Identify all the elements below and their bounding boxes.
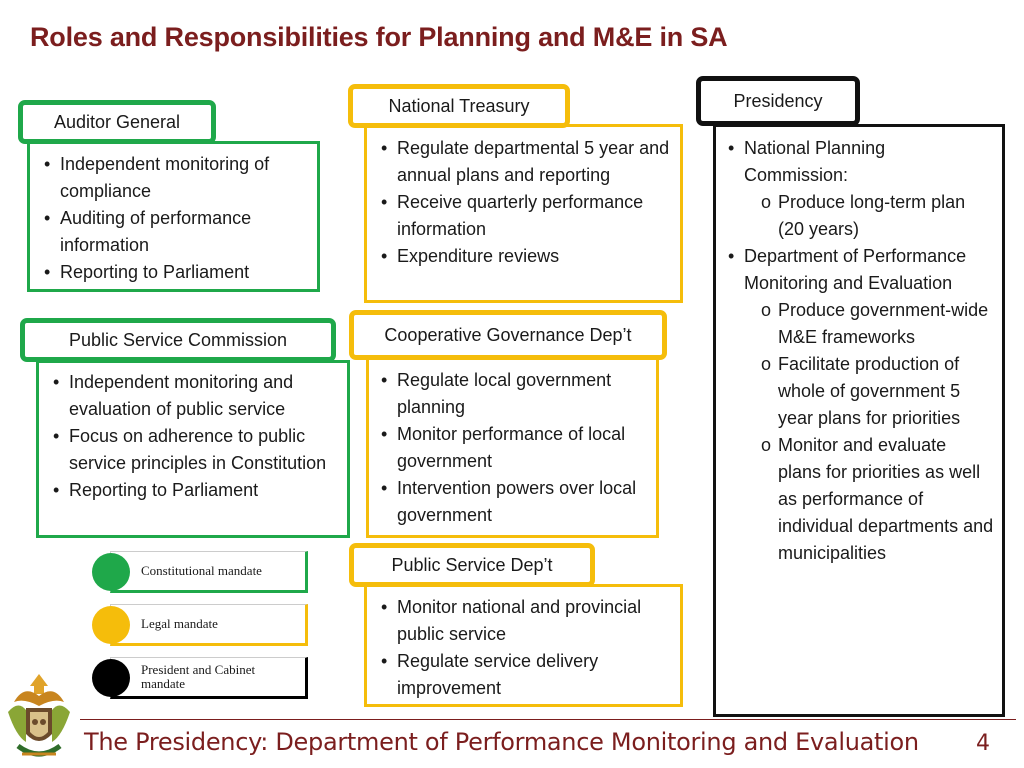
cooperative-governance-tab: Cooperative Governance Dep’t bbox=[349, 310, 667, 360]
list-item: Regulate service delivery improvement bbox=[379, 648, 672, 702]
public-service-commission-tab: Public Service Commission bbox=[20, 318, 336, 362]
legend-item-legal: Legal mandate bbox=[92, 604, 308, 646]
list-item: Monitor national and provincial public s… bbox=[379, 594, 672, 648]
legend-label: Constitutional mandate bbox=[110, 551, 308, 593]
list-item: Department of Performance Monitoring and… bbox=[726, 243, 994, 297]
gold-dot-icon bbox=[92, 606, 130, 644]
list-item: Expenditure reviews bbox=[379, 243, 672, 270]
list-item: Auditing of performance information bbox=[42, 205, 309, 259]
legend-label: Legal mandate bbox=[110, 604, 308, 646]
list-item: Monitor performance of local government bbox=[379, 421, 650, 475]
sub-list-item: Facilitate production of whole of govern… bbox=[759, 351, 994, 432]
green-dot-icon bbox=[92, 553, 130, 591]
presidency-box: National Planning Commission: Produce lo… bbox=[713, 124, 1005, 717]
cooperative-governance-box: Regulate local government planning Monit… bbox=[366, 356, 659, 538]
national-treasury-box: Regulate departmental 5 year and annual … bbox=[364, 124, 683, 303]
legend-label: President and Cabinet mandate bbox=[110, 657, 308, 699]
list-item: National Planning Commission: bbox=[726, 135, 994, 189]
black-dot-icon bbox=[92, 659, 130, 697]
auditor-general-box: Independent monitoring of compliance Aud… bbox=[27, 141, 320, 292]
page-number: 4 bbox=[976, 731, 990, 756]
legend-item-constitutional: Constitutional mandate bbox=[92, 551, 308, 593]
list-item: Reporting to Parliament bbox=[51, 477, 341, 504]
list-item: Regulate local government planning bbox=[379, 367, 650, 421]
list-item: Independent monitoring and evaluation of… bbox=[51, 369, 341, 423]
list-item: Reporting to Parliament bbox=[42, 259, 309, 286]
list-item: Intervention powers over local governmen… bbox=[379, 475, 650, 529]
sub-list-item: Produce long-term plan (20 years) bbox=[759, 189, 994, 243]
list-item: Receive quarterly performance informatio… bbox=[379, 189, 672, 243]
public-service-dept-box: Monitor national and provincial public s… bbox=[364, 584, 683, 707]
presidency-tab: Presidency bbox=[696, 76, 860, 126]
legend-item-president: President and Cabinet mandate bbox=[92, 657, 308, 699]
sub-list-item: Produce government-wide M&E frameworks bbox=[759, 297, 994, 351]
list-item: Independent monitoring of compliance bbox=[42, 151, 309, 205]
list-item: Regulate departmental 5 year and annual … bbox=[379, 135, 672, 189]
public-service-dept-tab: Public Service Dep’t bbox=[349, 543, 595, 587]
coat-of-arms-icon bbox=[8, 674, 70, 757]
public-service-commission-box: Independent monitoring and evaluation of… bbox=[36, 360, 350, 538]
page-title: Roles and Responsibilities for Planning … bbox=[30, 22, 728, 52]
footer-divider bbox=[80, 719, 1016, 720]
sub-list-item: Monitor and evaluate plans for prioritie… bbox=[759, 432, 994, 567]
footer-text: The Presidency: Department of Performanc… bbox=[84, 728, 919, 756]
auditor-general-tab: Auditor General bbox=[18, 100, 216, 144]
national-treasury-tab: National Treasury bbox=[348, 84, 570, 128]
list-item: Focus on adherence to public service pri… bbox=[51, 423, 341, 477]
